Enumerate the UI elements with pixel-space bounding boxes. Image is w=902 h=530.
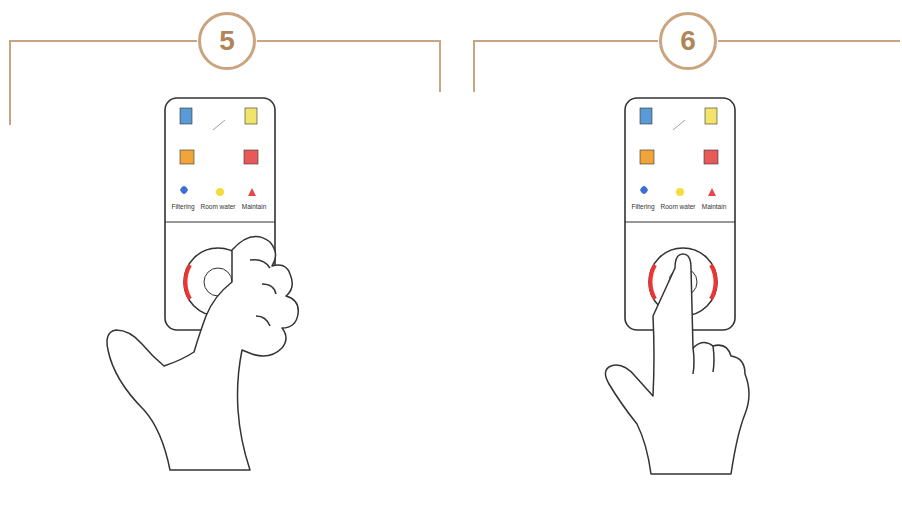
step-label: 6 [680,27,696,55]
mode-label: Maintain [702,204,727,211]
hand [107,237,749,474]
mode-label: Filtering [631,204,654,211]
mode-label: Filtering [171,204,194,211]
step-number: 6 [659,12,717,70]
bracket [10,41,900,125]
mode-label: Maintain [242,204,267,211]
mode-label: Room water [660,204,695,211]
step-number: 5 [198,12,256,70]
mode-label: Room water [200,204,235,211]
step-label: 5 [219,27,235,55]
